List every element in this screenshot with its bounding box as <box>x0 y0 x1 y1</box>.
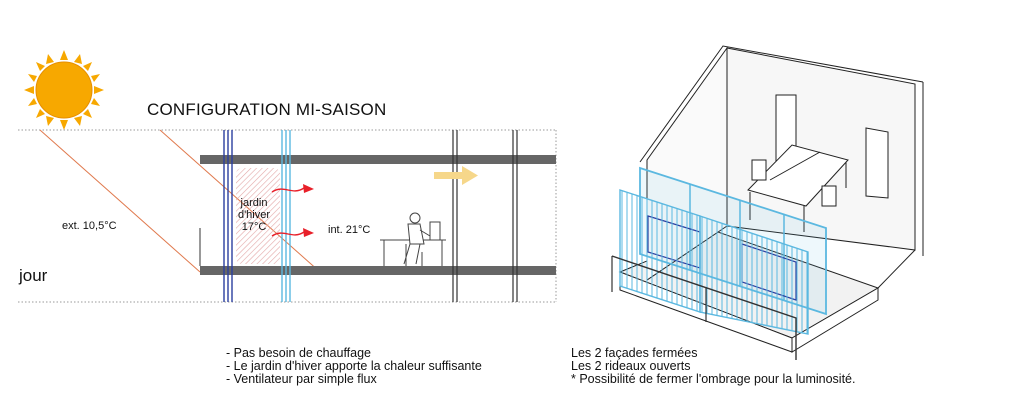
note-left-item: - Le jardin d'hiver apporte la chaleur s… <box>226 359 482 373</box>
winter-garden-line1: jardin <box>240 197 268 209</box>
winter-garden-line2: d'hiver <box>237 209 271 221</box>
ventilation-arrow-icon <box>434 166 478 185</box>
axonometric-view <box>611 45 924 360</box>
upper-slab <box>200 155 556 164</box>
notes-right: Les 2 façades fermées Les 2 rideaux ouve… <box>571 347 855 386</box>
note-left-item: - Pas besoin de chauffage <box>226 346 372 360</box>
columns <box>452 130 518 302</box>
note-left-item: - Ventilateur par simple flux <box>226 372 377 386</box>
time-of-day-label: jour <box>19 266 48 285</box>
note-right-item: Les 2 façades fermées <box>571 346 698 360</box>
note-right-item: Les 2 rideaux ouverts <box>571 359 691 373</box>
lower-slab <box>200 266 556 275</box>
person-at-desk-icon <box>380 212 446 266</box>
outer-facade <box>281 130 291 302</box>
sun-icon <box>24 50 104 130</box>
heat-arrow-icon <box>271 187 305 237</box>
winter-garden-area <box>236 168 280 264</box>
winter-garden-label: jardin d'hiver 17°C <box>231 197 277 233</box>
note-right-item: * Possibilité de fermer l'ombrage pour l… <box>571 372 856 386</box>
exterior-temperature-label: ext. 10,5°C <box>62 220 117 232</box>
interior-temperature-label: int. 21°C <box>328 224 371 236</box>
notes-left: - Pas besoin de chauffage - Le jardin d'… <box>226 347 482 386</box>
winter-garden-line3: 17°C <box>241 221 267 233</box>
page-title: CONFIGURATION MI-SAISON <box>147 100 387 119</box>
inner-facade <box>223 130 233 302</box>
